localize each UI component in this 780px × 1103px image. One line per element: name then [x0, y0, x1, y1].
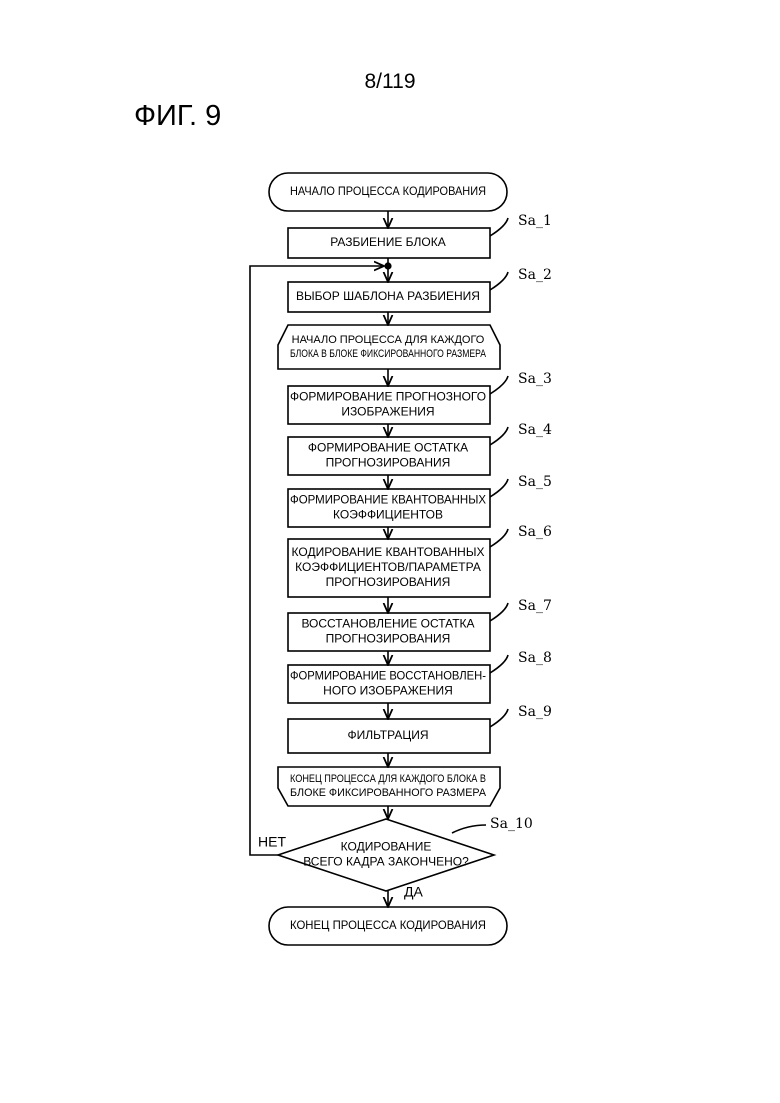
step-id-label: Sa_1	[518, 213, 552, 229]
loop-start-label: БЛОКА В БЛОКЕ ФИКСИРОВАННОГО РАЗМЕРА	[290, 348, 487, 360]
step-leader-line	[490, 272, 508, 290]
loop-end-label: БЛОКЕ ФИКСИРОВАННОГО РАЗМЕРА	[290, 787, 487, 799]
process-box-label: НОГО ИЗОБРАЖЕНИЯ	[323, 684, 453, 698]
process-box-label: КОЭФФИЦИЕНТОВ/ПАРАМЕТРА	[295, 560, 481, 574]
decision-label: КОДИРОВАНИЕ	[341, 840, 432, 854]
process-box-label: ФОРМИРОВАНИЕ ОСТАТКА	[308, 441, 468, 455]
step-id-label: Sa_9	[518, 704, 552, 720]
process-box-label: ФИЛЬТРАЦИЯ	[348, 728, 429, 742]
step-id-label: Sa_5	[518, 474, 552, 490]
process-box-label: РАЗБИЕНИЕ БЛОКА	[330, 235, 446, 249]
process-box-label: КОДИРОВАНИЕ КВАНТОВАННЫХ	[292, 545, 485, 559]
step-id-label: Sa_6	[518, 524, 552, 540]
yes-branch-label: ДА	[404, 884, 423, 900]
step-id-label: Sa_7	[518, 598, 552, 614]
junction-dot	[384, 262, 391, 269]
decision-label: ВСЕГО КАДРА ЗАКОНЧЕНО?	[303, 855, 469, 869]
step-leader-line	[490, 427, 508, 445]
step-id-label: Sa_8	[518, 650, 552, 666]
step-leader-line	[490, 603, 508, 621]
process-box-label: ВОССТАНОВЛЕНИЕ ОСТАТКА	[301, 617, 474, 631]
decision-leader-line	[452, 825, 486, 833]
process-box-label: ФОРМИРОВАНИЕ ВОССТАНОВЛЕН-	[290, 669, 486, 683]
step-leader-line	[490, 218, 508, 236]
decision-id-label: Sa_10	[490, 816, 533, 832]
process-box-label: ПРОГНОЗИРОВАНИЯ	[326, 575, 451, 589]
no-branch-label: НЕТ	[258, 834, 286, 850]
process-box-label: ПРОГНОЗИРОВАНИЯ	[326, 632, 451, 646]
step-leader-line	[490, 655, 508, 673]
step-leader-line	[490, 709, 508, 727]
process-box-label: ФОРМИРОВАНИЕ КВАНТОВАННЫХ	[290, 493, 486, 507]
step-id-label: Sa_4	[518, 422, 552, 438]
step-leader-line	[490, 376, 508, 394]
step-id-label: Sa_3	[518, 371, 552, 387]
start-terminal-label: НАЧАЛО ПРОЦЕССА КОДИРОВАНИЯ	[290, 184, 486, 198]
end-terminal-label: КОНЕЦ ПРОЦЕССА КОДИРОВАНИЯ	[290, 918, 486, 932]
step-leader-line	[490, 479, 508, 497]
process-box-label: ПРОГНОЗИРОВАНИЯ	[326, 456, 451, 470]
step-leader-line	[490, 529, 508, 547]
step-id-label: Sa_2	[518, 267, 552, 283]
loop-end-label: КОНЕЦ ПРОЦЕССА ДЛЯ КАЖДОГО БЛОКА В	[290, 773, 486, 785]
loop-start-label: НАЧАЛО ПРОЦЕССА ДЛЯ КАЖДОГО	[292, 334, 485, 346]
process-box-label: ВЫБОР ШАБЛОНА РАЗБИЕНИЯ	[296, 289, 480, 303]
process-box-label: ИЗОБРАЖЕНИЯ	[341, 405, 434, 419]
process-box-label: КОЭФФИЦИЕНТОВ	[333, 508, 443, 522]
process-box-label: ФОРМИРОВАНИЕ ПРОГНОЗНОГО	[290, 390, 486, 404]
